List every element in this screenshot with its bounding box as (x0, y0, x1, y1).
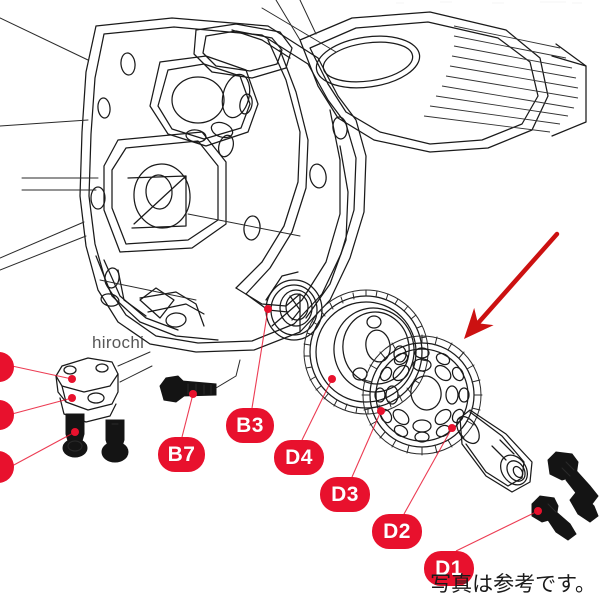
callout-leaders (11, 305, 542, 552)
callout-badge-b7[interactable]: B7 (158, 437, 205, 472)
callout-anchor-dot-left-1 (68, 375, 76, 383)
callout-anchor-dot-d3 (377, 407, 385, 415)
callout-leader-d3 (351, 410, 382, 478)
highlight-arrow-shaft (476, 231, 560, 325)
bolt-b7-part (159, 359, 241, 403)
callout-leader-d2 (403, 427, 453, 515)
callout-badge-left-3[interactable] (0, 451, 14, 483)
crankcase-cover-outline (0, 0, 587, 353)
watermark-hirochi: hirochi (92, 333, 145, 352)
callout-leader-b7 (181, 393, 194, 438)
callout-leader-d4 (301, 378, 333, 441)
callout-leader-d1 (455, 510, 539, 552)
callout-badge-d1[interactable]: D1 (424, 551, 474, 586)
callout-anchor-dot-b3 (264, 305, 272, 313)
callout-anchor-dot-left-3 (71, 428, 79, 436)
highlight-arrow-head (464, 307, 494, 339)
stud-bolt-pair-part (547, 451, 599, 523)
callout-leader-left-3 (11, 431, 76, 467)
highlight-arrow (464, 231, 560, 339)
callout-badge-d3[interactable]: D3 (320, 477, 370, 512)
callout-leader-left-2 (11, 397, 73, 415)
callout-badge-d2[interactable]: D2 (372, 514, 422, 549)
callout-anchor-dot-b7 (189, 390, 197, 398)
callout-leader-b3 (251, 308, 269, 409)
callout-anchor-dot-d2 (448, 424, 456, 432)
camshaft-pin-part (456, 409, 533, 493)
callout-anchor-dot-d4 (328, 375, 336, 383)
rocker-arm-block-part (55, 351, 153, 463)
small-bolt-part (531, 495, 577, 541)
reference-photo-note: 写真は参考です。 (430, 572, 596, 596)
callout-anchor-dot-d1 (534, 507, 542, 515)
callout-badge-d4[interactable]: D4 (274, 440, 324, 475)
top-edge-artifacts (396, 1, 582, 4)
callout-badge-left-1[interactable] (0, 352, 14, 382)
callout-anchor-dot-left-2 (68, 394, 76, 402)
callout-badge-b3[interactable]: B3 (226, 408, 274, 443)
callout-badge-left-2[interactable] (0, 400, 14, 430)
callout-leader-left-1 (11, 365, 73, 380)
